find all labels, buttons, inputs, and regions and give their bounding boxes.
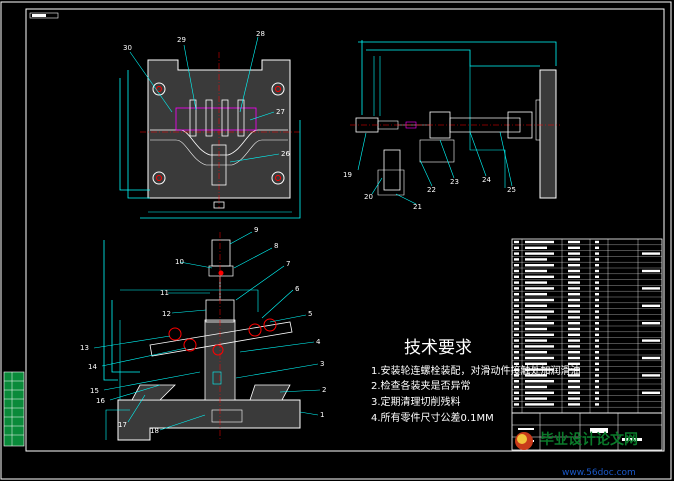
bolt-hole	[271, 82, 285, 96]
front-view: 9 8 10 7 11 6 12 5 13 14 4 15 3 2 16 1 1…	[80, 226, 326, 441]
front-view-base	[117, 399, 301, 441]
balloon-label: 25	[507, 186, 516, 194]
bolt-hole	[152, 82, 166, 96]
balloon-label: 22	[427, 186, 436, 194]
balloon-label: 17	[118, 421, 127, 429]
balloon-label: 5	[308, 310, 312, 318]
requirement-item: 1.安装轮连螺栓装配，对滑动件接触处加润滑油	[371, 364, 581, 377]
balloon-label: 12	[162, 310, 171, 318]
side-view-plate	[539, 69, 557, 199]
sheet-tag	[29, 12, 59, 19]
bom-row	[514, 246, 599, 249]
bom-row	[514, 397, 599, 400]
bolt-hole	[152, 171, 166, 185]
inner-border	[25, 8, 665, 452]
balloon-label: 9	[254, 226, 258, 234]
balloon-label: 21	[413, 203, 422, 211]
requirement-item: 2.检查各装夹是否异常	[371, 379, 471, 392]
bom-row	[514, 327, 599, 331]
balloon-label: 18	[150, 427, 159, 435]
side-view: 19 20 21 22 23 24 25	[343, 40, 560, 211]
clamp-assembly	[175, 107, 257, 131]
requirements-title: 技术要求	[404, 338, 472, 358]
bom-row	[514, 304, 660, 307]
balloon-label: 23	[450, 178, 459, 186]
watermark-url: www.56doc.com	[562, 468, 636, 478]
bom-row	[514, 316, 599, 319]
balloon-label: 4	[316, 338, 321, 346]
balloon-label: 1	[320, 411, 324, 419]
balloon-label: 28	[256, 30, 265, 38]
balloon-label: 14	[88, 363, 97, 371]
bom-row	[514, 269, 660, 273]
balloon-label: 19	[343, 171, 352, 179]
bom-row	[514, 368, 599, 371]
bom-row	[514, 403, 599, 406]
balloon-label: 15	[90, 387, 99, 395]
bom-row	[514, 240, 599, 244]
bom-row	[514, 322, 660, 325]
left-sidebar-strip	[3, 371, 25, 447]
balloon-label: 7	[286, 260, 290, 268]
balloon-label: 13	[80, 344, 89, 352]
balloon-label: 6	[295, 285, 300, 293]
balloon-label: 29	[177, 36, 186, 44]
roller	[263, 318, 277, 332]
bom-row	[514, 391, 660, 394]
bom-row	[514, 380, 599, 383]
bom-row	[514, 385, 599, 389]
bolt-hole	[271, 171, 285, 185]
balloon-label: 2	[322, 386, 326, 394]
top-view: 30 29 28 27 26	[119, 30, 301, 219]
bom-row	[514, 287, 660, 290]
watermark-text: 毕业设计论文网	[540, 431, 638, 448]
balloon-label: 11	[160, 289, 169, 297]
balloon-label: 27	[276, 108, 285, 116]
bom-row	[514, 310, 599, 313]
balloon-label: 3	[320, 360, 324, 368]
bom-row	[514, 351, 599, 354]
technical-requirements: 技术要求 1.安装轮连螺栓装配，对滑动件接触处加润滑油 2.检查各装夹是否异常 …	[371, 338, 581, 424]
parts-list-table	[511, 238, 663, 414]
balloon-label: 20	[364, 193, 373, 201]
sheet-tag-fill	[32, 14, 46, 17]
bom-row	[514, 374, 660, 377]
bom-row	[514, 298, 599, 302]
watermark: 毕业设计论文网 www.56doc.com	[515, 431, 638, 478]
cylinder	[211, 239, 231, 267]
roller	[183, 338, 197, 352]
balloon-label: 24	[482, 176, 491, 184]
bom-row	[514, 258, 599, 261]
bom-row	[514, 339, 660, 342]
roller	[248, 323, 262, 337]
requirement-item: 4.所有零件尺寸公差0.1MM	[371, 411, 494, 424]
bom-row	[514, 333, 599, 336]
balloon-label: 26	[281, 150, 290, 158]
bom-row	[514, 356, 660, 360]
balloon-label: 30	[123, 44, 132, 52]
bom-row	[514, 281, 599, 284]
inclined-arm	[149, 321, 293, 357]
balloon-label: 10	[175, 258, 184, 266]
bom-row	[514, 252, 660, 255]
bom-row	[514, 345, 599, 348]
balloon-label: 8	[274, 242, 278, 250]
bom-row	[514, 362, 599, 365]
bom-row	[514, 275, 599, 278]
bom-row	[514, 264, 599, 267]
requirement-item: 3.定期清理切削残料	[371, 395, 461, 408]
balloon-label: 16	[96, 397, 105, 405]
bom-row	[514, 293, 599, 296]
roller	[168, 327, 182, 341]
